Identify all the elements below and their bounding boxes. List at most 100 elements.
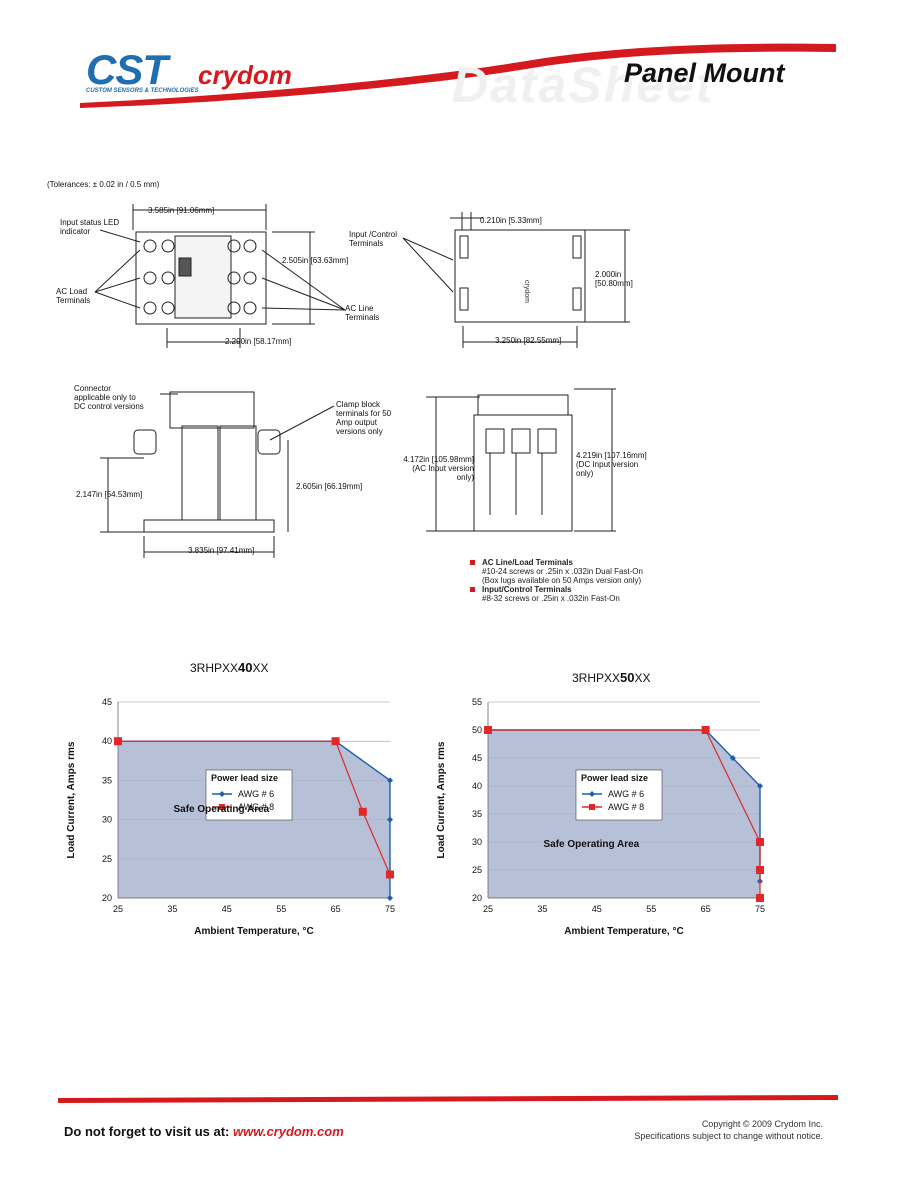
terminal-note-ac: AC Line/Load Terminals #10-24 screws or …: [470, 558, 730, 585]
legend-entry: AWG # 6: [608, 789, 644, 799]
footer-copyright: Copyright © 2009 Crydom Inc. Specificati…: [634, 1118, 823, 1142]
bullet-square-icon: [470, 587, 475, 592]
notice-text: Specifications subject to change without…: [634, 1131, 823, 1141]
top-view-svg: [94, 204, 346, 348]
crydom-brand: crydom: [198, 60, 292, 90]
footer-visit: Do not forget to visit us at: www.crydom…: [64, 1124, 344, 1139]
data-point: [331, 737, 340, 746]
x-axis-label: Ambient Temperature, °C: [564, 926, 683, 937]
front-view-svg: [100, 391, 335, 558]
top-dim-bottom: 2.290in [58.17mm]: [225, 337, 292, 346]
y-axis-label: Load Current, Amps rms: [66, 741, 77, 858]
front-view-drawing: Connector applicable only to DC control …: [70, 380, 391, 565]
bullet-square-icon: [470, 560, 475, 565]
end-dim-ac: 4.172in [105.98mm] (AC Input version onl…: [403, 455, 474, 482]
header-swoosh: [80, 43, 836, 108]
datasheet-watermark: DataSheet: [452, 57, 715, 113]
legend-marker: [219, 804, 225, 810]
side-dim-bottom: 3.250in [82.55mm]: [495, 336, 562, 345]
side-brand-mark: crydom: [523, 280, 530, 303]
area-label: Safe Operating Area: [543, 839, 639, 850]
footer-rule: [58, 1095, 838, 1103]
terminal-note-text: (Box lugs available on 50 Amps version o…: [482, 576, 642, 585]
x-tick-label: 25: [483, 904, 493, 914]
terminal-note-title: Input/Control Terminals: [482, 585, 572, 594]
legend-title: Power lead size: [211, 773, 278, 783]
tolerances-note: (Tolerances: ± 0.02 in / 0.5 mm): [47, 180, 160, 189]
data-point: [387, 816, 393, 823]
front-dim-bottom: 3.835in [97.41mm]: [188, 546, 255, 555]
y-tick-label: 30: [472, 837, 482, 847]
legend-marker: [219, 791, 225, 797]
data-point: [358, 807, 367, 816]
y-tick-label: 20: [472, 893, 482, 903]
y-tick-label: 30: [102, 815, 112, 825]
y-tick-label: 50: [472, 725, 482, 735]
data-point: [484, 726, 492, 734]
data-point: [729, 755, 736, 761]
cst-logo: CST: [86, 46, 168, 93]
data-point: [756, 838, 764, 846]
y-tick-label: 20: [102, 893, 112, 903]
front-dim-left: 2.147in [54.53mm]: [76, 490, 143, 499]
legend-marker: [589, 804, 595, 810]
label-clamp: Clamp block terminals for 50 Amp output …: [336, 400, 392, 436]
cst-tagline: CUSTOM SENSORS & TECHNOLOGIES: [86, 88, 199, 94]
x-tick-label: 25: [113, 904, 123, 914]
label-input-control: Input /Control Terminals: [349, 230, 398, 248]
terminal-note-input: Input/Control Terminals #8-32 screws or …: [470, 585, 730, 603]
end-dim-dc: 4.219in [107.16mm] (DC Input version onl…: [576, 451, 647, 478]
x-tick-label: 55: [646, 904, 656, 914]
page-title: Panel Mount: [624, 58, 785, 88]
y-tick-label: 35: [102, 775, 112, 785]
legend-entry: AWG # 8: [238, 802, 274, 812]
y-tick-label: 40: [102, 736, 112, 746]
series-line: [118, 740, 391, 875]
label-led: Input status LED indicator: [60, 218, 120, 236]
data-point: [387, 895, 393, 901]
terminal-note-text: #10-24 screws or .25in x .032in Dual Fas…: [482, 567, 643, 576]
front-dim-mid: 2.605in [66.19mm]: [296, 482, 363, 491]
x-tick-label: 45: [222, 904, 232, 914]
data-point: [756, 866, 764, 874]
area-label: Safe Operating Area: [173, 804, 269, 815]
y-tick-label: 45: [102, 697, 112, 707]
data-point: [387, 777, 393, 784]
data-point: [114, 737, 122, 746]
terminal-notes: AC Line/Load Terminals #10-24 screws or …: [470, 558, 730, 603]
x-tick-label: 75: [755, 904, 765, 914]
footer-url-link[interactable]: www.crydom.com: [233, 1124, 344, 1139]
y-tick-label: 35: [472, 809, 482, 819]
legend-marker: [589, 791, 595, 797]
side-view-drawing: crydom 0.210in [5.33mm] 2.000in [50.80mm…: [345, 210, 665, 360]
legend-entry: AWG # 8: [608, 802, 644, 812]
x-axis-label: Ambient Temperature, °C: [194, 926, 313, 937]
x-tick-label: 35: [537, 904, 547, 914]
side-dim-top: 0.210in [5.33mm]: [480, 216, 542, 225]
data-point: [756, 894, 764, 902]
y-axis-label: Load Current, Amps rms: [436, 741, 447, 858]
end-view-drawing: 4.172in [105.98mm] (AC Input version onl…: [390, 385, 670, 545]
legend-title: Power lead size: [581, 773, 648, 783]
y-tick-label: 25: [472, 865, 482, 875]
data-point: [386, 870, 394, 879]
top-dim-width: 3.585in [91.06mm]: [148, 206, 215, 215]
chart-title-50: 3RHPXX50XX: [572, 670, 651, 685]
x-tick-label: 35: [167, 904, 177, 914]
legend-entry: AWG # 6: [238, 789, 274, 799]
y-tick-label: 55: [472, 697, 482, 707]
x-tick-label: 55: [276, 904, 286, 914]
side-view-svg: crydom: [402, 212, 630, 348]
y-tick-label: 25: [102, 854, 112, 864]
data-point: [701, 726, 710, 734]
label-ac-line: AC Line Terminals: [345, 304, 380, 322]
y-tick-label: 45: [472, 753, 482, 763]
copyright-text: Copyright © 2009 Crydom Inc.: [701, 1119, 823, 1129]
x-tick-label: 45: [592, 904, 602, 914]
x-tick-label: 65: [331, 904, 341, 914]
y-tick-label: 40: [472, 781, 482, 791]
data-point: [757, 783, 763, 789]
label-connector: Connector applicable only to DC control …: [74, 384, 144, 411]
